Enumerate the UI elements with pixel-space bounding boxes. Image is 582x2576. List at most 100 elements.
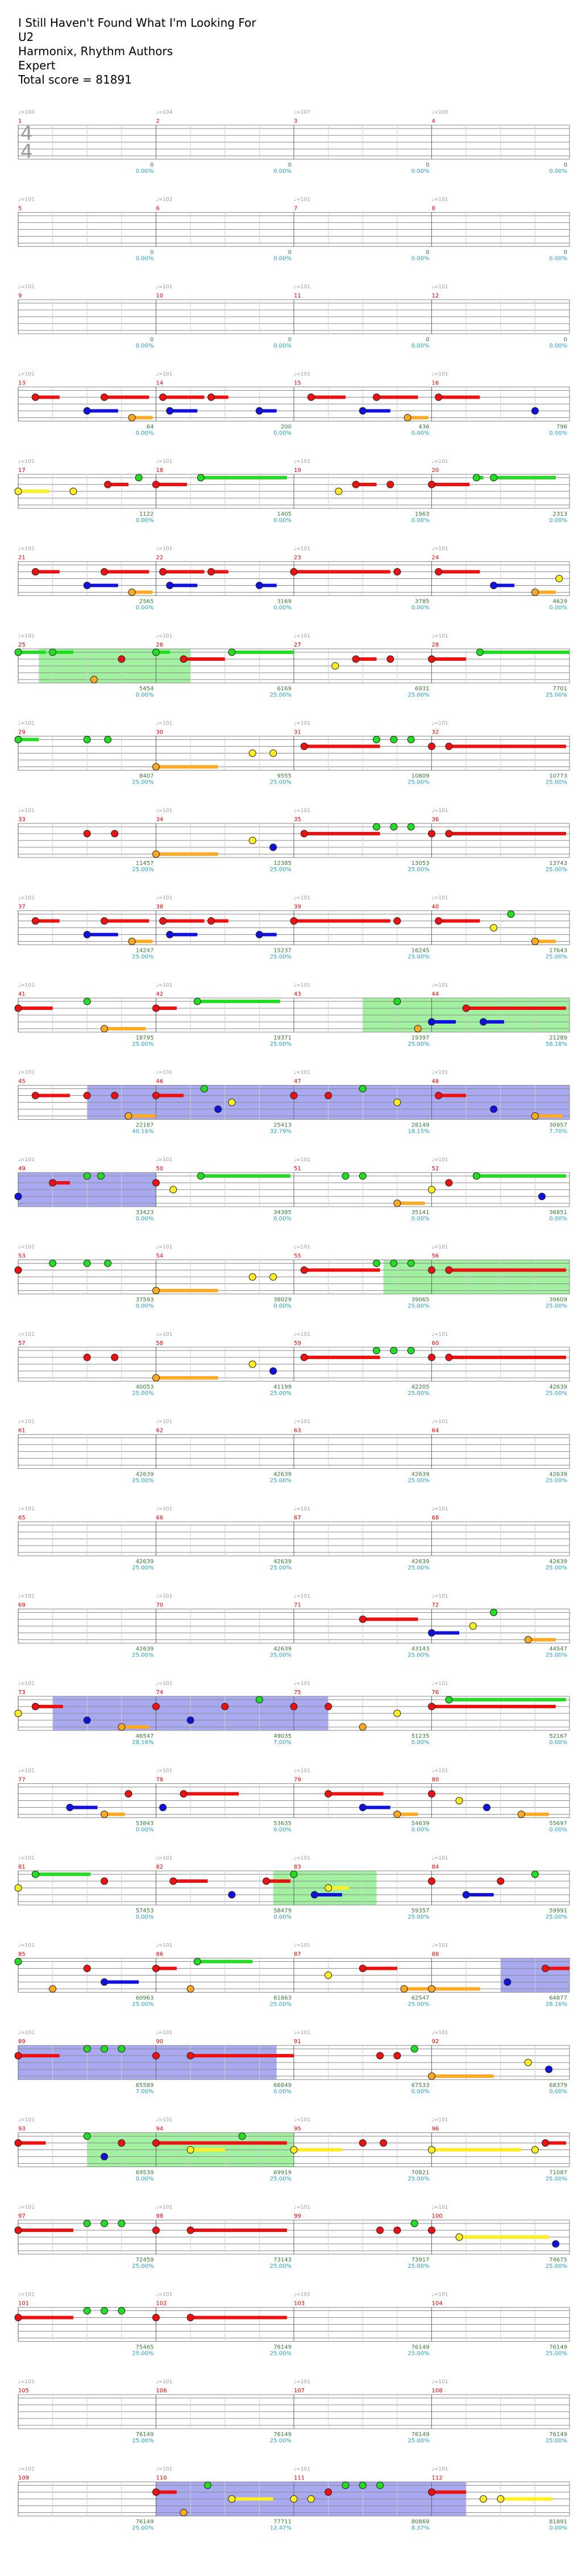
measure-percent: 25.00% bbox=[408, 780, 429, 786]
measure-percent: 7.00% bbox=[136, 2089, 154, 2095]
measure-percent: 0.00% bbox=[273, 1914, 292, 1920]
measure-number: 22 bbox=[156, 555, 164, 561]
note-green bbox=[359, 1085, 367, 1092]
measure-score: 42639 bbox=[273, 1559, 292, 1565]
tempo-marker: ♩=101 bbox=[156, 1681, 173, 1687]
measure-score: 0 bbox=[288, 337, 292, 343]
measure-number: 70 bbox=[156, 1602, 164, 1609]
note-yellow bbox=[331, 662, 339, 670]
measure-percent: 25.00% bbox=[270, 1390, 292, 1397]
measure-score: 21289 bbox=[549, 1035, 567, 1041]
measure-number: 89 bbox=[18, 2039, 26, 2045]
measure-percent: 0.00% bbox=[411, 517, 430, 524]
measure-percent: 25.00% bbox=[408, 1041, 429, 1047]
note-sustain-red bbox=[438, 395, 480, 399]
note-orange bbox=[186, 1985, 194, 1993]
tempo-marker: ♩=101 bbox=[432, 546, 448, 552]
measure-number: 7 bbox=[294, 206, 297, 212]
note-red bbox=[445, 1179, 453, 1187]
tempo-marker: ♩=101 bbox=[156, 1856, 173, 1861]
tempo-marker: ♩=101 bbox=[18, 2030, 35, 2036]
measure-number: 107 bbox=[294, 2388, 305, 2394]
measure-number: 101 bbox=[18, 2301, 29, 2307]
measure-number: 56 bbox=[432, 1253, 439, 1260]
measure-number: 40 bbox=[432, 904, 439, 910]
note-sustain-red bbox=[211, 919, 228, 923]
measure-score: 54639 bbox=[411, 1821, 430, 1827]
measure-number: 62 bbox=[156, 1428, 164, 1434]
tempo-marker: ♩=101 bbox=[294, 1506, 310, 1512]
measure-score: 61863 bbox=[273, 1995, 292, 2002]
note-sustain-yellow bbox=[459, 2235, 549, 2239]
note-orange bbox=[531, 938, 539, 945]
note-blue bbox=[214, 1105, 222, 1113]
note-sustain-blue bbox=[87, 409, 118, 413]
measure-number: 100 bbox=[432, 2213, 443, 2219]
measure-score: 36851 bbox=[549, 1210, 567, 1216]
note-sustain-red bbox=[18, 2141, 46, 2145]
tempo-marker: ♩=101 bbox=[156, 372, 173, 378]
note-blue bbox=[538, 1192, 546, 1200]
tempo-marker: ♩=107 bbox=[294, 110, 310, 115]
measure-percent: 0.00% bbox=[136, 343, 154, 349]
note-red bbox=[325, 1790, 332, 1798]
measure-number: 52 bbox=[432, 1166, 439, 1172]
note-sustain-red bbox=[545, 2141, 566, 2145]
note-sustain-green bbox=[52, 651, 73, 654]
measure-score: 73143 bbox=[273, 2257, 292, 2263]
measure-number: 74 bbox=[156, 1689, 164, 1696]
note-sustain-yellow bbox=[231, 2497, 273, 2501]
measure-number: 14 bbox=[156, 380, 164, 387]
tempo-marker: ♩=101 bbox=[156, 2030, 173, 2036]
measure-score: 12385 bbox=[273, 860, 292, 867]
measure-score: 5454 bbox=[139, 686, 153, 692]
tempo-marker: ♩=101 bbox=[18, 983, 35, 988]
note-blue bbox=[166, 407, 174, 415]
measure-number: 59 bbox=[294, 1340, 301, 1347]
measure-number: 17 bbox=[18, 467, 26, 474]
measure-number: 20 bbox=[432, 467, 439, 474]
measure-percent: 28.16% bbox=[546, 2002, 567, 2008]
measure-percent: 25.00% bbox=[546, 2351, 567, 2357]
measure-score: 64877 bbox=[549, 1995, 567, 2002]
measure-percent: 0.00% bbox=[273, 605, 292, 611]
note-green bbox=[407, 736, 415, 743]
tempo-marker: ♩=101 bbox=[156, 1943, 173, 1949]
note-sustain-green bbox=[476, 1174, 566, 1178]
tempo-marker: ♩=101 bbox=[156, 459, 173, 465]
note-sustain-blue bbox=[169, 409, 198, 413]
note-sustain-red bbox=[438, 570, 480, 574]
tempo-marker: ♩=101 bbox=[294, 808, 310, 814]
note-green bbox=[373, 1347, 380, 1355]
note-blue bbox=[101, 2153, 109, 2160]
note-sustain-red bbox=[156, 1007, 177, 1010]
note-sustain-red bbox=[356, 657, 377, 661]
measure-number: 64 bbox=[432, 1428, 439, 1434]
measure-percent: 25.00% bbox=[132, 780, 153, 786]
note-sustain-green bbox=[197, 1000, 280, 1003]
note-blue bbox=[83, 582, 91, 589]
note-red bbox=[428, 2488, 435, 2496]
measure-score: 4629 bbox=[553, 599, 567, 605]
note-sustain-green bbox=[18, 651, 46, 654]
measure-percent: 0.00% bbox=[549, 605, 567, 611]
measure-score: 436 bbox=[418, 424, 429, 430]
note-yellow bbox=[69, 487, 77, 495]
tempo-marker: ♩=101 bbox=[294, 2118, 310, 2123]
note-green bbox=[472, 1172, 480, 1180]
note-red bbox=[445, 743, 453, 750]
note-sustain-red bbox=[52, 1181, 70, 1185]
measure-number: 72 bbox=[432, 1602, 439, 1609]
measure-score: 9555 bbox=[277, 773, 292, 780]
note-red bbox=[376, 2226, 384, 2234]
note-sustain-red bbox=[431, 657, 467, 661]
measure-percent: 0.00% bbox=[549, 256, 567, 262]
note-green bbox=[49, 1260, 57, 1267]
note-red bbox=[428, 1877, 435, 1885]
note-green bbox=[152, 648, 160, 656]
tempo-marker: ♩=100 bbox=[432, 110, 448, 115]
measure-percent: 25.00% bbox=[408, 1390, 429, 1397]
note-orange bbox=[400, 1985, 408, 1993]
note-red bbox=[325, 1703, 332, 1711]
note-red bbox=[207, 568, 215, 575]
